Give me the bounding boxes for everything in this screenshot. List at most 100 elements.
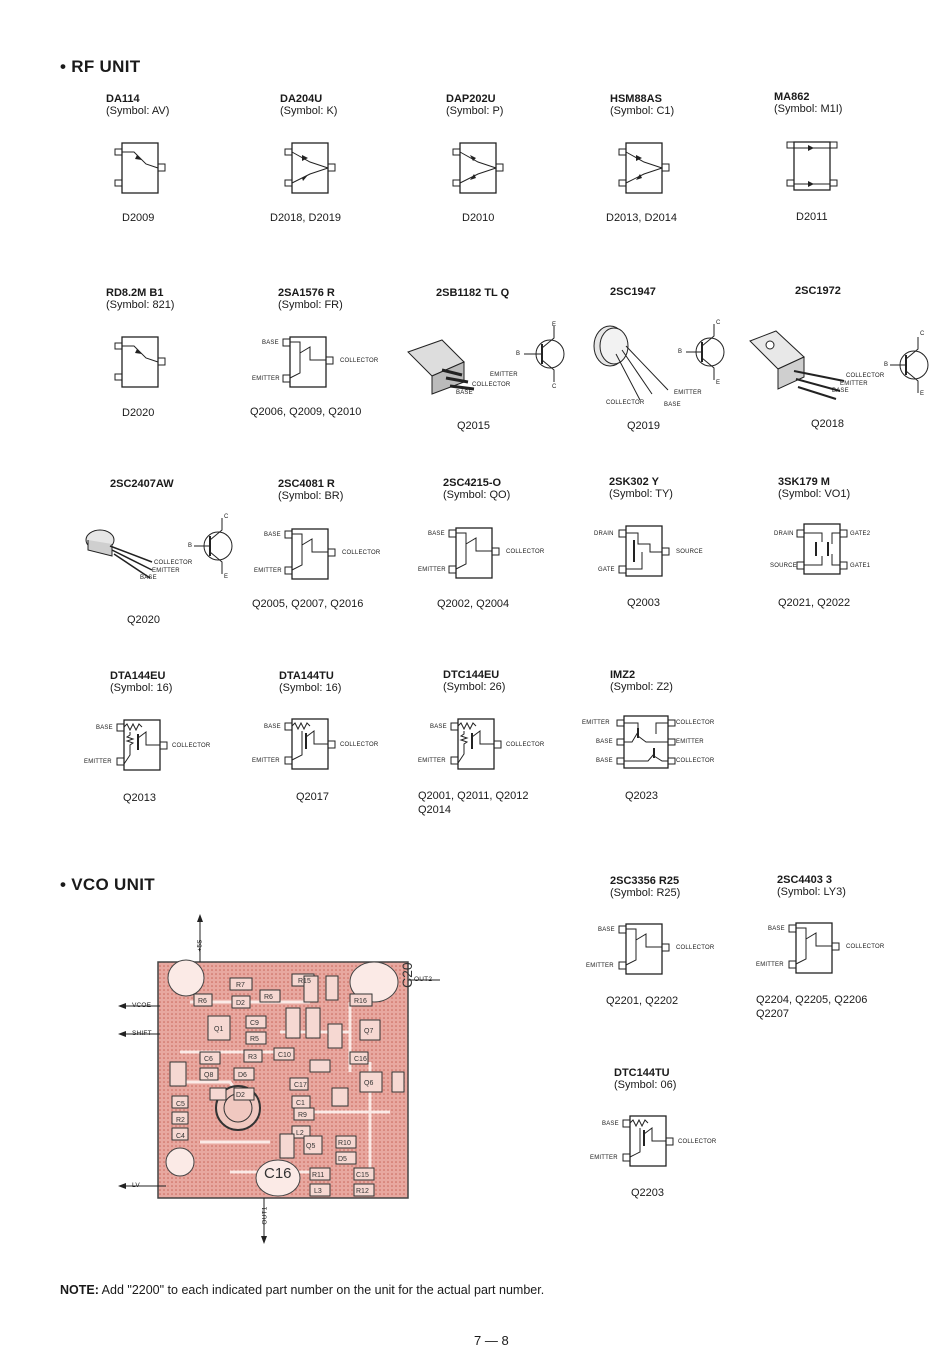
pin-label-base: BASE bbox=[596, 739, 613, 745]
svg-text:C1: C1 bbox=[296, 1100, 305, 1107]
pin-label-c: C bbox=[716, 320, 721, 326]
part-name: 2SA1576 R bbox=[278, 287, 335, 299]
transistor-package-icon: BASE EMITTER COLLECTOR bbox=[754, 919, 894, 979]
pin-label-c: C bbox=[224, 514, 229, 520]
part-2sk302: 2SK302 Y (Symbol: TY) bbox=[609, 476, 779, 500]
part-refs: Q2005, Q2007, Q2016 bbox=[252, 598, 364, 610]
part-2sc1947: 2SC1947 bbox=[610, 286, 780, 298]
part-symbol: (Symbol: VO1) bbox=[778, 488, 851, 500]
digital-transistor-icon: BASE EMITTER COLLECTOR bbox=[82, 716, 222, 776]
diode-package-icon bbox=[452, 142, 504, 194]
part-2sb1182: 2SB1182 TL Q bbox=[436, 287, 606, 299]
svg-text:R15: R15 bbox=[298, 978, 311, 985]
part-rd8-2m: RD8.2M B1 (Symbol: 821) bbox=[106, 287, 276, 311]
signal-label-5s: +5S bbox=[196, 939, 204, 952]
svg-text:D5: D5 bbox=[338, 1156, 347, 1163]
part-ma862: MA862 (Symbol: M1I) bbox=[774, 91, 944, 115]
part-name: HSM88AS bbox=[610, 93, 662, 105]
pin-label-collector: COLLECTOR bbox=[340, 742, 379, 748]
part-symbol: (Symbol: QO) bbox=[443, 489, 511, 501]
signal-label-vcoe: VCOE bbox=[132, 1002, 152, 1009]
part-refs: Q2021, Q2022 bbox=[778, 597, 851, 609]
svg-text:Q8: Q8 bbox=[204, 1072, 213, 1079]
part-name: DTA144EU bbox=[110, 670, 166, 682]
pin-label-base: BASE bbox=[832, 388, 849, 394]
svg-text:R11: R11 bbox=[312, 1172, 324, 1179]
pin-label-source: SOURCE bbox=[770, 563, 797, 569]
part-name: DAP202U bbox=[446, 93, 496, 105]
part-refs: Q2018 bbox=[811, 418, 845, 430]
part-symbol: (Symbol: 06) bbox=[614, 1079, 677, 1091]
part-2sc4215: 2SC4215-O (Symbol: QO) bbox=[443, 477, 613, 501]
svg-text:C20: C20 bbox=[399, 962, 415, 988]
svg-text:R7: R7 bbox=[236, 982, 245, 989]
part-symbol: (Symbol: P) bbox=[446, 105, 504, 117]
power-transistor-icon: EMITTER COLLECTOR BASE B E C bbox=[402, 322, 572, 402]
pin-label-base: BASE bbox=[96, 725, 113, 731]
part-refs: D2013, D2014 bbox=[606, 212, 677, 224]
pin-label-b: B bbox=[678, 349, 683, 355]
part-2sc1972: 2SC1972 bbox=[795, 285, 950, 297]
pin-label-emitter: EMITTER bbox=[418, 567, 446, 573]
svg-text:C16: C16 bbox=[354, 1056, 367, 1063]
part-2sa1576: 2SA1576 R (Symbol: FR) bbox=[278, 287, 448, 311]
pin-label-collector: COLLECTOR bbox=[340, 358, 379, 364]
pin-label-emitter: EMITTER bbox=[676, 739, 704, 745]
svg-text:C4: C4 bbox=[176, 1133, 185, 1140]
transistor-package-icon: BASE EMITTER COLLECTOR bbox=[584, 920, 724, 980]
pin-label-collector: COLLECTOR bbox=[606, 400, 645, 406]
part-dtc144tu: DTC144TU (Symbol: 06) bbox=[614, 1067, 784, 1091]
part-2sc4403: 2SC4403 3 (Symbol: LY3) bbox=[777, 874, 947, 898]
part-refs: Q2203 bbox=[631, 1187, 665, 1199]
digital-transistor-icon: BASE EMITTER COLLECTOR bbox=[250, 715, 390, 775]
part-symbol: (Symbol: R25) bbox=[610, 887, 681, 899]
svg-text:Q6: Q6 bbox=[364, 1080, 373, 1087]
pin-label-emitter: EMITTER bbox=[252, 376, 280, 382]
svg-text:R5: R5 bbox=[250, 1036, 259, 1043]
svg-text:C16: C16 bbox=[264, 1165, 292, 1182]
svg-text:L3: L3 bbox=[314, 1188, 322, 1195]
svg-text:Q1: Q1 bbox=[214, 1026, 223, 1033]
part-imz2: IMZ2 (Symbol: Z2) bbox=[610, 669, 780, 693]
part-symbol: (Symbol: AV) bbox=[106, 105, 170, 117]
part-refs: Q2204, Q2205, Q2206 bbox=[756, 994, 868, 1006]
part-name: 2SB1182 TL Q bbox=[436, 287, 510, 299]
pin-label-b: B bbox=[884, 362, 889, 368]
pin-label-gate: GATE bbox=[598, 567, 615, 573]
pin-label-base: BASE bbox=[598, 927, 615, 933]
svg-text:R2: R2 bbox=[176, 1117, 185, 1124]
dual-transistor-icon: EMITTER BASE BASE COLLECTOR EMITTER COLL… bbox=[578, 712, 728, 772]
pin-label-emitter: EMITTER bbox=[674, 390, 702, 396]
pin-label-emitter: EMITTER bbox=[840, 381, 868, 387]
svg-text:D6: D6 bbox=[238, 1072, 247, 1079]
part-refs: Q2002, Q2004 bbox=[437, 598, 510, 610]
part-symbol: (Symbol: BR) bbox=[278, 490, 344, 502]
part-dta144eu: DTA144EU (Symbol: 16) bbox=[110, 670, 280, 694]
svg-text:Q5: Q5 bbox=[306, 1143, 315, 1150]
part-symbol: (Symbol: 16) bbox=[279, 682, 342, 694]
pin-label-collector: COLLECTOR bbox=[172, 743, 211, 749]
part-refs: Q2020 bbox=[127, 614, 161, 626]
svg-text:C15: C15 bbox=[356, 1172, 369, 1179]
pin-label-c: C bbox=[920, 331, 925, 337]
part-da114: DA114 (Symbol: AV) bbox=[106, 93, 276, 117]
page-number: 7 — 8 bbox=[474, 1333, 509, 1348]
pin-label-emitter: EMITTER bbox=[582, 720, 610, 726]
pin-label-drain: DRAIN bbox=[594, 531, 614, 537]
part-name: DTA144TU bbox=[279, 670, 334, 682]
pin-label-collector: COLLECTOR bbox=[472, 382, 511, 388]
pin-label-emitter: EMITTER bbox=[252, 758, 280, 764]
part-name: DTC144EU bbox=[443, 669, 500, 681]
svg-text:L2: L2 bbox=[296, 1130, 304, 1137]
pin-label-e: E bbox=[920, 391, 925, 397]
diode-package-icon bbox=[618, 142, 670, 194]
pin-label-collector: COLLECTOR bbox=[506, 742, 545, 748]
svg-text:C9: C9 bbox=[250, 1020, 259, 1027]
diode-package-icon bbox=[284, 142, 336, 194]
pin-label-emitter: EMITTER bbox=[586, 963, 614, 969]
svg-text:R9: R9 bbox=[298, 1112, 307, 1119]
part-symbol: (Symbol: TY) bbox=[609, 488, 673, 500]
part-refs: Q2015 bbox=[457, 420, 491, 432]
part-3sk179: 3SK179 M (Symbol: VO1) bbox=[778, 476, 948, 500]
part-refs: D2018, D2019 bbox=[270, 212, 341, 224]
